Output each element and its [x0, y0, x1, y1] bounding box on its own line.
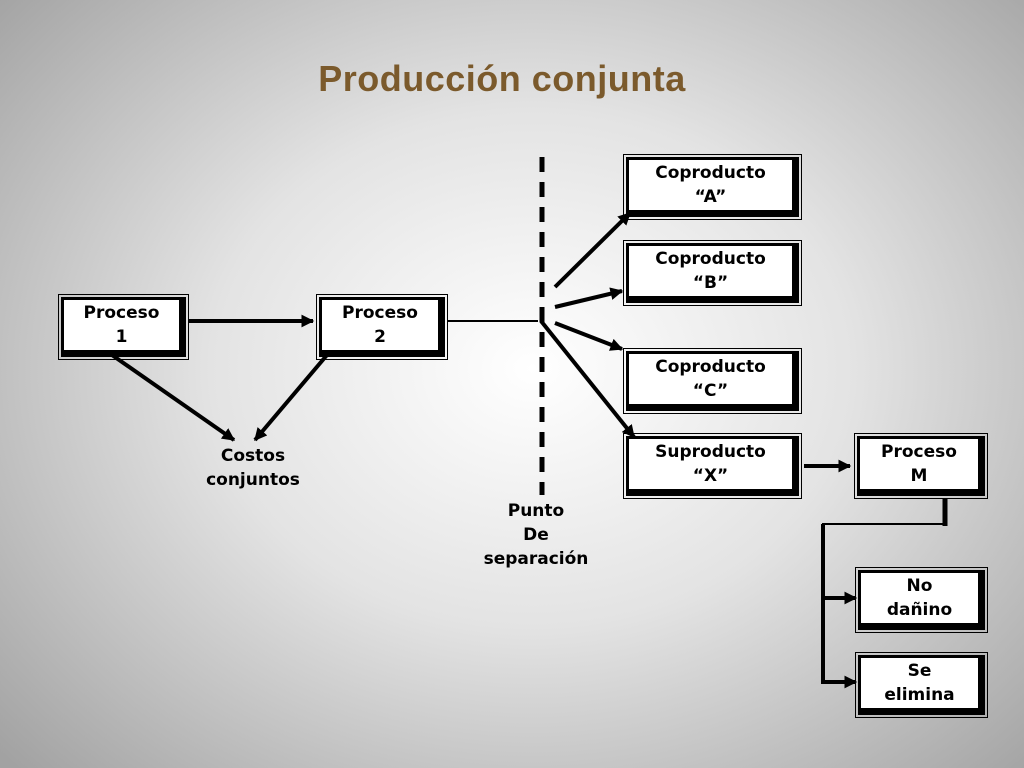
se-elimina-line1: Se	[907, 661, 932, 681]
proceso-1-line2: 1	[115, 327, 128, 347]
proceso-m-line1: Proceso	[881, 442, 957, 462]
no-danino-box: No dañino	[855, 567, 988, 633]
se-elimina-box: Se elimina	[855, 652, 988, 718]
coproducto-a-line1: Coproducto	[655, 163, 766, 183]
suproducto-x-line2: “X”	[692, 466, 729, 486]
coproducto-c-line1: Coproducto	[655, 357, 766, 377]
coproducto-b-line1: Coproducto	[655, 249, 766, 269]
proceso-2-line1: Proceso	[342, 303, 418, 323]
punto-line1: Punto	[507, 501, 565, 521]
arrow-split-suproducto-x	[539, 319, 636, 439]
arrow-proceso2-costos	[253, 340, 340, 442]
suproducto-x-box: Suproducto “X”	[623, 433, 802, 499]
proceso-2-box: Proceso 2	[316, 294, 448, 360]
arrow-split-coproducto-b	[554, 287, 624, 309]
page-title: Producción conjunta	[318, 58, 686, 99]
coproducto-b-box: Coproducto “B”	[623, 240, 802, 306]
coproducto-a-line2: “A”	[694, 187, 727, 207]
punto-line2: De	[523, 525, 549, 545]
proceso-1-line1: Proceso	[83, 303, 160, 323]
coproducto-c-box: Coproducto “C”	[623, 348, 802, 414]
se-elimina-line2: elimina	[884, 685, 955, 705]
suproducto-x-line1: Suproducto	[655, 442, 766, 462]
proceso-1-box: Proceso 1	[58, 294, 189, 360]
arrow-proceso1-costos	[110, 353, 236, 442]
coproducto-c-line2: “C”	[692, 381, 729, 401]
punto-separacion-label: Punto De separación	[446, 499, 626, 571]
coproducto-b-line2: “B”	[692, 273, 729, 293]
coproducto-a-box: Coproducto “A”	[623, 154, 802, 220]
arrow-split-coproducto-c	[554, 321, 624, 351]
proceso-m-line2: M	[910, 466, 928, 486]
proceso-2-line2: 2	[374, 327, 386, 347]
costos-conjuntos-label: Costos conjuntos	[168, 444, 338, 492]
arrow-split-coproducto-a	[553, 211, 632, 289]
costos-line2: conjuntos	[206, 470, 300, 490]
no-danino-line1: No	[906, 576, 933, 596]
punto-line3: separación	[483, 549, 589, 569]
no-danino-line2: dañino	[886, 600, 953, 620]
costos-line1: Costos	[220, 446, 286, 466]
proceso-m-box: Proceso M	[854, 433, 988, 499]
